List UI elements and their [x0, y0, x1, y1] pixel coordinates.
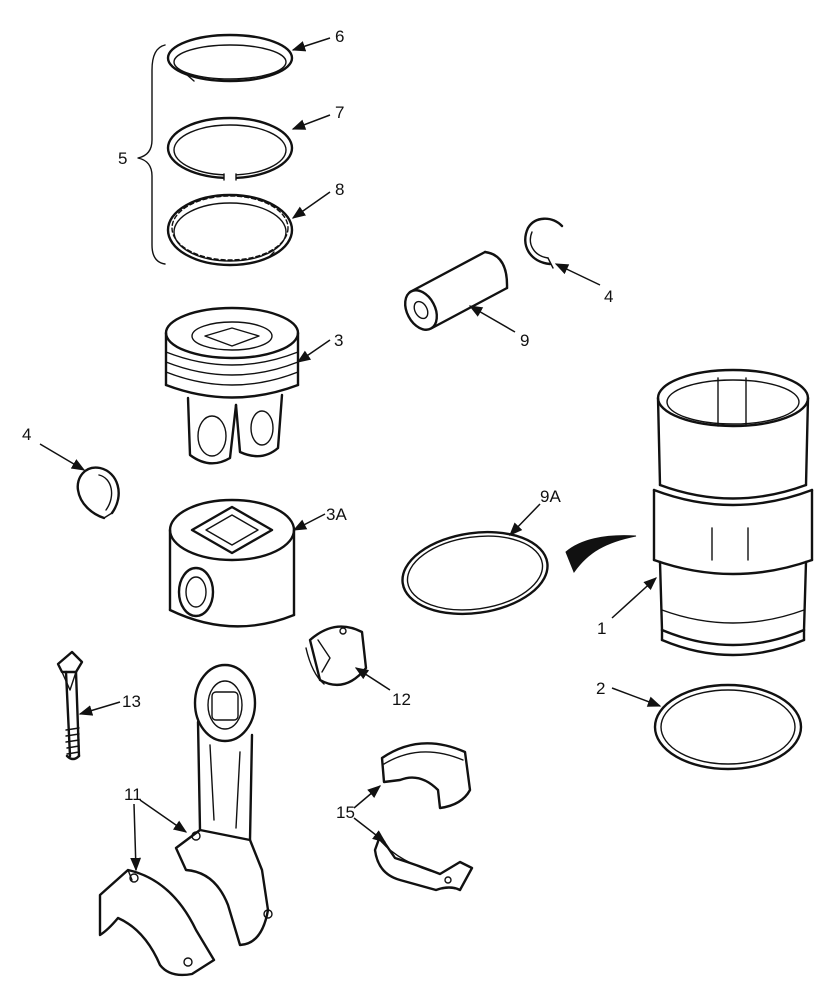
callout-3a: 3A [326, 505, 347, 524]
callout-2-group: 2 [596, 679, 662, 707]
oil-ring-icon [166, 193, 294, 267]
callout-6-group: 6 [291, 27, 344, 52]
callout-5: 5 [118, 149, 127, 168]
top-ring-icon [166, 33, 294, 83]
callout-4-left: 4 [22, 425, 31, 444]
callout-6: 6 [335, 27, 344, 46]
leader-15-lower [353, 817, 387, 843]
callout-3a-group: 3A [292, 505, 347, 531]
piston-pin-icon [403, 250, 509, 331]
o-ring-icon [401, 530, 549, 616]
leader-15-upper [353, 785, 382, 809]
callout-7-group: 7 [291, 103, 344, 130]
retaining-ring-icon-upper [524, 217, 564, 269]
piston-icon [164, 306, 300, 465]
leader-12 [354, 667, 391, 691]
leader-3a [292, 513, 326, 531]
callout-9: 9 [520, 331, 529, 350]
callout-3: 3 [334, 331, 343, 350]
leader-4-upper [554, 263, 601, 286]
callout-8: 8 [335, 180, 344, 199]
callout-2: 2 [596, 679, 605, 698]
callout-4-upper-group: 4 [554, 263, 613, 306]
callout-4-left-group: 4 [22, 425, 86, 471]
callout-11: 11 [124, 785, 142, 804]
leader-13 [78, 701, 121, 716]
callout-9a: 9A [540, 487, 561, 506]
leader-7 [291, 114, 331, 130]
callout-3-group: 3 [296, 331, 343, 363]
callout-9a-group: 9A [509, 487, 561, 536]
liner-seal-ring-icon [653, 683, 803, 771]
piston-ring-set-bracket: 5 [118, 44, 166, 265]
callout-9-group: 9 [468, 305, 529, 350]
cylinder-liner-icon [652, 368, 814, 657]
bearing-shell-icon-upper [380, 742, 472, 810]
callout-7: 7 [335, 103, 344, 122]
leader-11-rod [139, 799, 188, 833]
leader-4-left [39, 443, 86, 471]
callout-12-group: 12 [354, 667, 411, 709]
seal-direction-mark-icon [565, 535, 637, 574]
callout-1: 1 [597, 619, 606, 638]
callout-13-group: 13 [78, 692, 141, 716]
callout-15-group: 15 [336, 785, 387, 843]
connecting-rod-icon [98, 663, 273, 977]
callout-8-group: 8 [291, 180, 344, 219]
rod-bushing-icon [305, 625, 368, 687]
second-ring-icon [166, 116, 294, 182]
retaining-ring-icon-left [76, 466, 120, 520]
piston-alternate-icon [168, 498, 296, 628]
leader-2 [611, 687, 662, 707]
leader-11-cap [130, 803, 142, 872]
callout-4-upper: 4 [604, 287, 613, 306]
rod-bolt-icon [56, 650, 84, 761]
callout-11-group: 11 [124, 785, 188, 872]
leader-1 [611, 577, 657, 619]
leader-9 [468, 305, 516, 333]
leader-8 [291, 191, 331, 219]
leader-6 [291, 37, 331, 52]
leader-9a [509, 503, 541, 536]
callout-12: 12 [392, 690, 411, 709]
leader-3 [296, 339, 331, 363]
callout-13: 13 [122, 692, 141, 711]
callout-1-group: 1 [597, 577, 657, 638]
bearing-shell-icon-lower [373, 834, 474, 892]
callout-15: 15 [336, 803, 355, 822]
